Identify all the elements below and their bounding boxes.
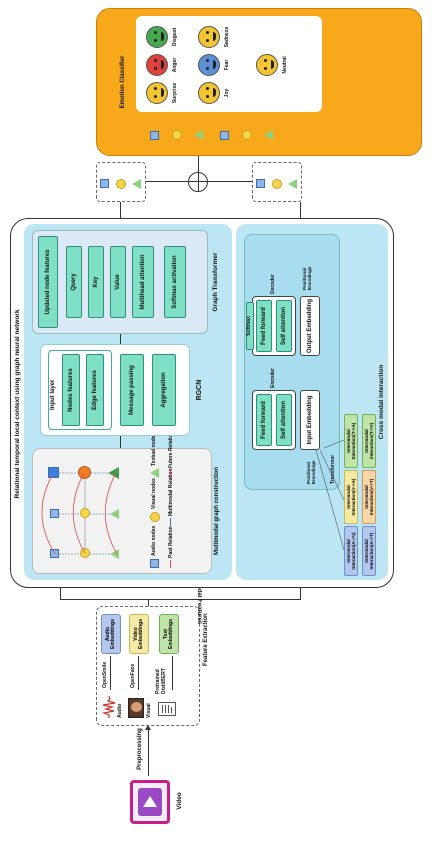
legend-audio: Audio nodes	[151, 525, 157, 556]
concat-line-top	[146, 181, 188, 182]
graph-output-audio	[100, 179, 109, 188]
updated-node-features: Updated node features	[38, 236, 58, 328]
video-caption: Video	[176, 792, 183, 810]
input-layer-label: Input layer	[50, 379, 56, 410]
mmf-arrow-bottom	[300, 586, 301, 600]
cls-text-2	[264, 130, 273, 140]
legend-audio-icon	[150, 559, 159, 568]
query: Query	[66, 246, 82, 318]
classifier-title: Emotion Classifier	[120, 55, 126, 109]
audio-embeddings: Audio Embeddings	[101, 614, 121, 654]
message-passing: Message passing	[120, 354, 144, 426]
rtgnn-out-arrow-bottom	[300, 202, 301, 218]
emotion-label-joy: Joy	[224, 88, 230, 98]
interaction-connectors	[315, 439, 345, 551]
emotion-label-fear: Fear	[224, 59, 230, 71]
fear-face-icon	[198, 54, 220, 76]
cls-audio-2	[220, 131, 229, 140]
neutral-face-icon	[256, 54, 278, 76]
modality-visual: Visual	[146, 703, 152, 718]
cls-visual	[172, 130, 182, 140]
softmax-activation: Softmax activation	[164, 246, 186, 318]
emotion-label-neutral: Neutral	[282, 56, 288, 74]
nodes-features: Nodes features	[62, 354, 80, 426]
tool-opensmile: OpenSmile	[102, 661, 108, 688]
cross-output-visual	[272, 179, 282, 189]
emotion-label-anger: Anger	[172, 57, 178, 73]
modality-audio: Audio	[117, 703, 123, 718]
concat-line-bottom	[208, 181, 252, 182]
video-icon	[130, 780, 170, 824]
video-embeddings: Video Embeddings	[129, 614, 149, 654]
emotion-label-disgust: Disgust	[172, 27, 178, 47]
graph-output-text	[132, 179, 141, 189]
cls-visual-2	[242, 130, 252, 140]
legend-multimodal: Multimodal Relation	[168, 468, 174, 517]
rtgnn-title: Relational temporal local context using …	[14, 309, 21, 499]
multihead-attention: Multihead attention	[132, 246, 154, 318]
mmf-bracket-line-in	[148, 600, 149, 606]
sadness-face-icon	[198, 26, 220, 48]
legend-multimodal-line	[170, 518, 171, 526]
legend-visual-icon	[150, 512, 160, 522]
disgust-face-icon	[146, 26, 168, 48]
arrow-visual	[138, 656, 139, 690]
legend-past: Past Relation	[168, 526, 174, 558]
feature-extraction-title: Feature Extraction	[203, 613, 209, 666]
cross-output-audio	[256, 179, 265, 188]
emotion-label-surprise: Surprise	[172, 82, 178, 104]
aggregation: Aggregation	[152, 354, 176, 426]
tool-openface: OpenFace	[130, 663, 136, 688]
rgcn-title: RGCN	[196, 379, 203, 401]
face-thumbnail	[128, 698, 144, 718]
arrow-graph-to-rgcn	[120, 436, 121, 448]
legend-future: Future Relation	[168, 431, 174, 468]
concat-icon	[188, 172, 208, 192]
text-embeddings: Text Embeddings	[159, 614, 179, 654]
rtgnn-out-arrow-top	[120, 202, 121, 218]
cls-text	[194, 130, 203, 140]
cross-output-text	[288, 179, 297, 189]
arrow-rgcn-to-transformer	[120, 334, 121, 344]
emotion-label-sadness: Sadness	[224, 26, 230, 48]
preprocessing-arrow	[148, 728, 149, 776]
arrow-audio	[110, 656, 111, 690]
mmf-bracket-line	[60, 599, 300, 600]
mmf-arrow-top	[60, 586, 61, 600]
document-icon	[158, 702, 176, 716]
legend-past-line	[170, 560, 171, 568]
legend-future-line	[170, 470, 171, 478]
value: Value	[110, 246, 126, 318]
graph-output-visual	[116, 179, 126, 189]
cls-audio	[150, 131, 159, 140]
anger-face-icon	[146, 54, 168, 76]
legend-textual: Textual nodes	[151, 432, 157, 466]
surprise-face-icon	[146, 82, 168, 104]
graph-transformer-title: Graph Transformer	[212, 252, 219, 312]
graph-nodes	[32, 448, 142, 574]
tool-distilbert: Pretrained DistilBERT	[155, 668, 167, 694]
edge-features: Edge features	[86, 354, 104, 426]
graph-construction-title: Multimodal graph construction	[214, 467, 220, 555]
waveform-icon	[101, 695, 116, 718]
legend-visual: Visual nodes	[151, 478, 157, 509]
key: Key	[88, 246, 104, 318]
arrow-text	[172, 656, 173, 690]
legend-textual-icon	[150, 468, 159, 478]
joy-face-icon	[198, 82, 220, 104]
concat-to-classifier	[198, 156, 199, 172]
preprocessing-label: Preprocessing	[137, 728, 143, 770]
